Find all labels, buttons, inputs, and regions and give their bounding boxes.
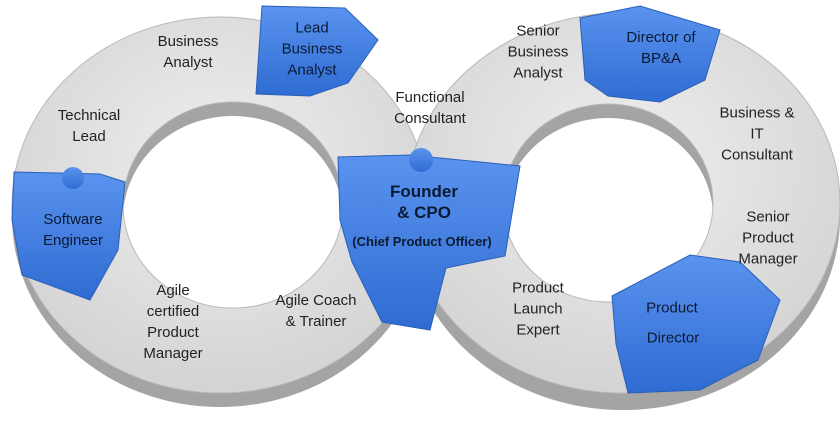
piece-director-bpa [579,5,721,103]
label-functional-consultant: Functional Consultant [394,89,466,127]
piece-lead-business-analyst [255,5,379,97]
label-lead-business-analyst: Lead Business Analyst [281,19,343,79]
label-chief-product-officer: (Chief Product Officer) [352,234,492,249]
label-technical-lead: Technical Lead [57,107,121,145]
label-business-analyst: Business Analyst [157,33,219,71]
label-senior-product-manager: Senior Product Manager [738,208,798,268]
label-business-it-consultant: Business & IT Consultant [719,104,795,164]
piece-software-engineer [11,167,126,301]
piece-founder [337,148,521,331]
label-agile-certified-pm: Agile certified Product Manager [143,282,203,362]
label-software-engineer: Software Engineer [42,211,104,249]
label-founder-cpo: Founder & CPO [390,182,458,222]
label-product-launch-expert: Product Launch Expert [512,279,564,339]
label-product-director-2: Director [646,329,700,347]
label-product-director-1: Product [646,299,698,317]
label-agile-coach: Agile Coach & Trainer [275,292,357,330]
label-senior-business-analyst: Senior Business Analyst [507,22,569,82]
label-director-bpa: Director of BP&A [626,29,696,67]
piece-product-director [611,254,781,394]
